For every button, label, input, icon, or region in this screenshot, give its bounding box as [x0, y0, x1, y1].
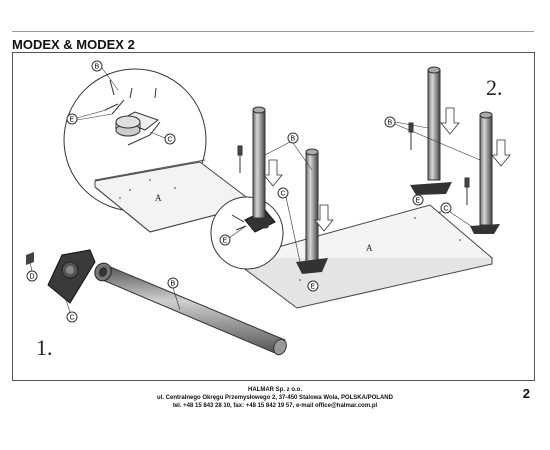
- callout-c-circle: C: [168, 137, 173, 144]
- callout-c-step2-left: C: [281, 191, 286, 198]
- callout-e-step2-bottom: E: [311, 284, 316, 291]
- callouts-step2: [219, 116, 481, 292]
- callout-b-step2-right: B: [388, 120, 393, 127]
- label-part-a-step2: A: [366, 243, 373, 253]
- screwdriver-icons: [237, 122, 470, 205]
- footer-contact: tel. +48 15 843 28 10, fax: +48 15 842 1…: [172, 403, 378, 409]
- callouts-step1: [66, 60, 176, 145]
- callout-c-bracket-label: C: [70, 315, 75, 322]
- footer: HALMAR Sp. z o.o. ul. Centralnego Okręgu…: [0, 386, 550, 410]
- callout-e-step2-right: E: [416, 198, 421, 205]
- bracket-step1: [26, 249, 96, 304]
- callout-d-circle: [26, 270, 38, 282]
- legs-step2: [248, 66, 500, 274]
- footer-address: ul. Centralnego Okręgu Przemysłowego 2, …: [157, 395, 393, 401]
- leg-step1: [94, 262, 287, 356]
- footer-company: HALMAR Sp. z o.o.: [248, 387, 302, 393]
- callout-e-step2-circle: E: [223, 238, 228, 245]
- callout-e-circle: E: [70, 117, 75, 124]
- page-title: MODEX & MODEX 2: [12, 37, 135, 52]
- detail-circle-step2: [210, 196, 284, 270]
- callout-c-bracket: [66, 311, 78, 323]
- callout-d: D: [30, 274, 35, 281]
- page-number: 2: [522, 386, 530, 401]
- callout-b-step2-left: B: [291, 136, 296, 143]
- label-part-a-step1: A: [155, 193, 162, 203]
- step-1-label: 1.: [36, 335, 53, 360]
- callout-b-leg-label: B: [171, 281, 176, 288]
- down-arrows: [263, 107, 511, 232]
- header-rule: [12, 31, 534, 32]
- callout-b-circle: B: [95, 64, 100, 71]
- step-2-label: 2.: [486, 75, 503, 100]
- diagram-frame: [12, 52, 535, 381]
- callout-c-step2-right: C: [444, 206, 449, 213]
